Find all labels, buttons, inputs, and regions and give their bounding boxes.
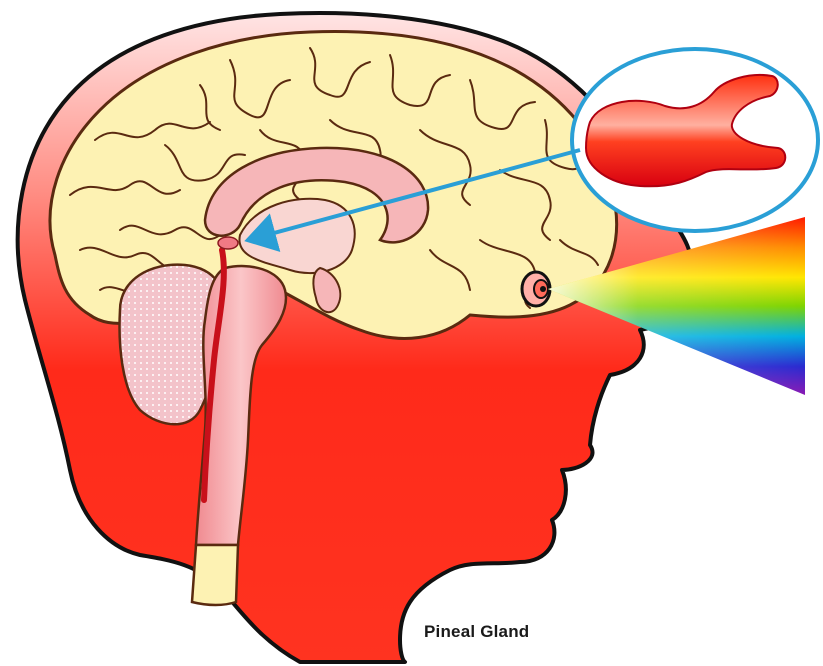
spinal-cord <box>192 545 238 605</box>
eye-icon <box>522 272 550 306</box>
pineal-gland-icon <box>218 237 238 249</box>
caption-label: Pineal Gland <box>424 622 529 642</box>
